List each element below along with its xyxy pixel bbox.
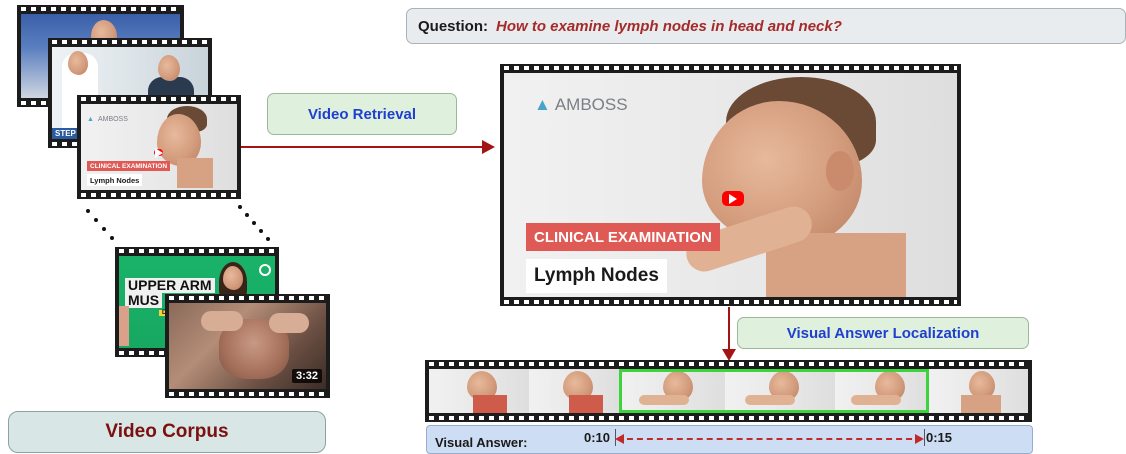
ear — [826, 151, 854, 191]
answer-filmstrip — [425, 360, 1032, 422]
amboss-logo-small: ▲AMBOSS — [87, 116, 128, 123]
answer-filmstrip-frames — [429, 369, 1028, 413]
hand-left — [201, 311, 243, 331]
amboss-logo: ▲AMBOSS — [534, 95, 628, 114]
retrieved-video-frame: ▲AMBOSS CLINICAL EXAMINATION Lymph Nodes — [504, 73, 957, 297]
zoom-dot — [94, 218, 98, 222]
patient-face — [158, 55, 180, 81]
visual-answer-box: Visual Answer: 0:10 0:15 — [426, 425, 1033, 454]
zoom-dot — [266, 237, 270, 241]
question-label: Question: — [418, 17, 488, 35]
corpus-video-5[interactable]: 3:32 — [165, 294, 330, 398]
answer-end-time: 0:15 — [926, 430, 953, 445]
strip-frame-3 — [619, 369, 725, 413]
zoom-dot — [252, 221, 256, 225]
clock-icon — [259, 264, 271, 276]
retrieved-video[interactable]: ▲AMBOSS CLINICAL EXAMINATION Lymph Nodes — [500, 64, 961, 306]
zoom-dot — [86, 209, 90, 213]
clinical-banner-small: CLINICAL EXAMINATION — [87, 161, 171, 171]
arm-title-line2: MUS — [125, 293, 163, 308]
clinical-examination-banner: CLINICAL EXAMINATION — [526, 223, 720, 251]
strip-face — [969, 371, 995, 399]
strip-neck — [569, 395, 603, 413]
duration-badge: 3:32 — [291, 369, 322, 383]
answer-start-time: 0:10 — [584, 430, 611, 445]
lymph-banner-small: Lymph Nodes — [87, 174, 143, 186]
presenter-face — [223, 266, 243, 290]
retrieval-arrow-head — [482, 140, 495, 154]
corpus-video-3[interactable]: ▲AMBOSS CLINICAL EXAMINATION Lymph Nodes — [77, 95, 241, 199]
answer-span-arrow — [615, 434, 924, 444]
visual-answer-localization-step: Visual Answer Localization — [737, 317, 1029, 349]
strip-neck — [473, 395, 507, 413]
strip-hand — [745, 395, 795, 405]
zoom-dot — [110, 236, 114, 240]
strip-frame-1 — [429, 369, 529, 413]
amboss-triangle-icon: ▲ — [534, 95, 551, 114]
play-icon[interactable] — [154, 149, 163, 156]
arm-title-line1: UPPER ARM — [125, 278, 215, 293]
localization-arrow — [722, 307, 736, 361]
zoom-dot — [102, 227, 106, 231]
strip-hand — [639, 395, 689, 405]
strip-frame-2 — [529, 369, 619, 413]
youtube-play-icon[interactable] — [722, 191, 744, 206]
question-text: How to examine lymph nodes in head and n… — [496, 17, 842, 35]
amboss-triangle-icon: ▲ — [87, 116, 94, 123]
localization-arrow-head — [722, 349, 736, 361]
hand-right — [269, 313, 309, 333]
strip-neck — [961, 395, 1001, 413]
visual-answer-label: Visual Answer: — [435, 435, 528, 450]
video-retrieval-step: Video Retrieval — [267, 93, 457, 135]
strip-frame-4 — [725, 369, 835, 413]
corpus-video-3-thumbnail: ▲AMBOSS CLINICAL EXAMINATION Lymph Nodes — [81, 104, 237, 190]
end-tick — [924, 429, 925, 446]
video-corpus-label: Video Corpus — [8, 411, 326, 453]
retrieval-arrow — [241, 140, 495, 154]
strip-frame-6 — [929, 369, 1028, 413]
zoom-dot — [259, 229, 263, 233]
arm-figure — [119, 306, 129, 346]
lymph-nodes-banner: Lymph Nodes — [526, 259, 667, 293]
neck — [177, 158, 213, 188]
strip-frame-5 — [835, 369, 929, 413]
zoom-dot — [245, 213, 249, 217]
answer-highlight-box — [619, 369, 929, 413]
face — [157, 114, 201, 166]
question-box: Question: How to examine lymph nodes in … — [406, 8, 1126, 44]
doctor-face-2 — [68, 51, 88, 75]
strip-hand — [851, 395, 901, 405]
zoom-dot — [238, 205, 242, 209]
step-caption: STEP — [52, 128, 79, 139]
corpus-video-5-thumbnail: 3:32 — [169, 303, 326, 389]
